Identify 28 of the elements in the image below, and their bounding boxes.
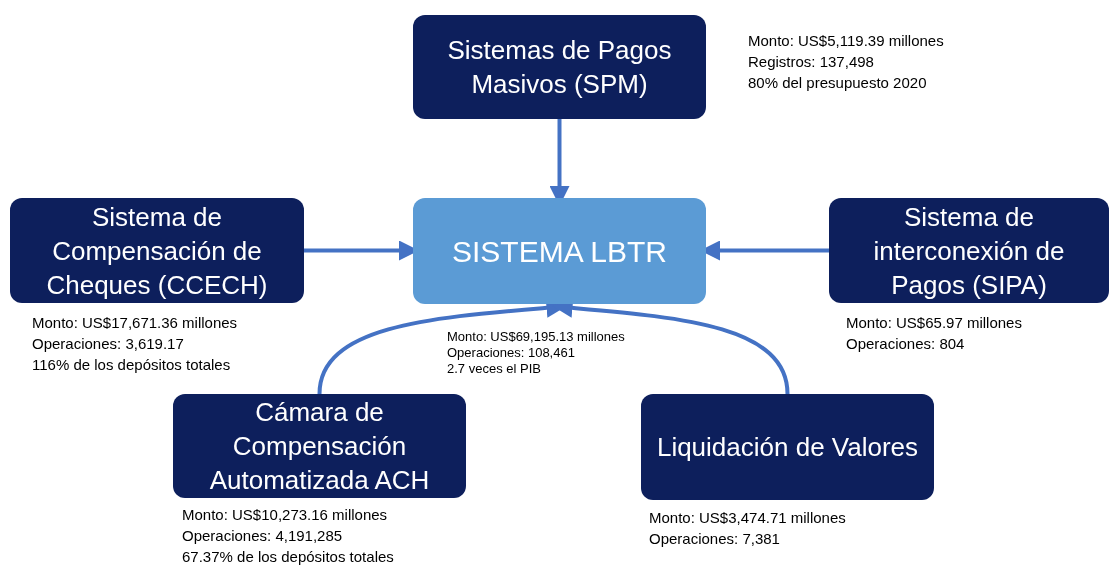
stat-text: Monto: US$5,119.39 millones [748,31,944,51]
process-box [829,198,1109,303]
process-box [413,15,706,119]
stat-text: Monto: US$3,474.71 millones [649,508,846,528]
process-box [173,394,466,498]
box-label: Liquidación de Valores [656,431,919,464]
stat-text: Monto: US$10,273.16 millones [182,505,389,525]
stat-text: Operaciones: 804 [846,334,966,354]
box-label: Sistema de Compensación de Cheques (CCECH) [45,200,269,302]
box-label: Sistema de interconexión de Pagos (SIPA) [872,200,1066,302]
stat-text: Registros: 137,498 [748,52,875,72]
process-box [10,198,304,303]
stat-text: Operaciones: 7,381 [649,529,781,549]
stat-text: 116% de los depósitos totales [32,355,232,375]
stat-text: 80% del presupuesto 2020 [748,73,928,93]
process-box [641,394,934,500]
stat-text: Operaciones: 108,461 [447,345,576,361]
process-box [413,198,706,304]
stat-text: Monto: US$17,671.36 millones [32,313,238,333]
stat-text: Monto: US$65.97 millones [846,313,1022,333]
box-label: SISTEMA LBTR [451,233,668,270]
stat-text: Operaciones: 3,619.17 [32,334,185,354]
stat-text: Monto: US$69,195.13 millones [447,329,625,345]
stat-text: Operaciones: 4,191,285 [182,526,344,546]
stat-text: 2.7 veces el PIB [447,361,542,377]
stat-text: 67.37% de los depósitos totales [182,547,394,567]
box-label: Sistemas de Pagos Masivos (SPM) [446,34,673,101]
box-label: Cámara de Compensación Automatizada ACH [208,396,431,497]
